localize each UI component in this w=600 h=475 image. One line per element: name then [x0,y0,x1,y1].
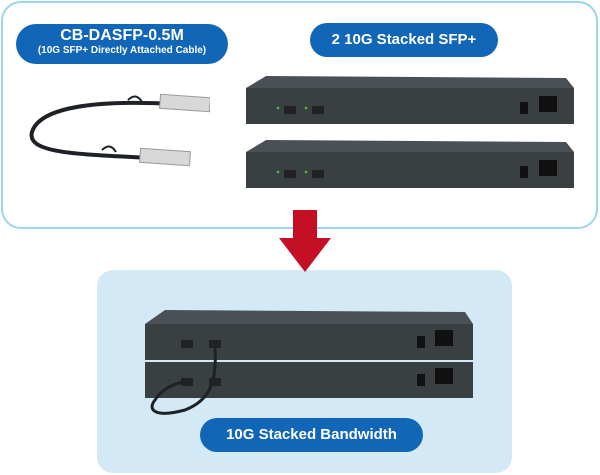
stack-label: 2 10G Stacked SFP+ [310,23,498,57]
network-switch-rear-icon [246,140,574,188]
cable-description: (10G SFP+ Directly Attached Cable) [37,45,207,56]
cable-model: CB-DASFP-0.5M [60,27,184,44]
bandwidth-label: 10G Stacked Bandwidth [200,418,423,452]
sfp-dac-cable-icon [29,93,210,167]
arrow-down-icon [279,210,331,272]
stacked-switches [145,310,473,415]
cable-label: CB-DASFP-0.5M (10G SFP+ Directly Attache… [16,24,228,64]
network-switch-rear-icon [246,76,574,124]
